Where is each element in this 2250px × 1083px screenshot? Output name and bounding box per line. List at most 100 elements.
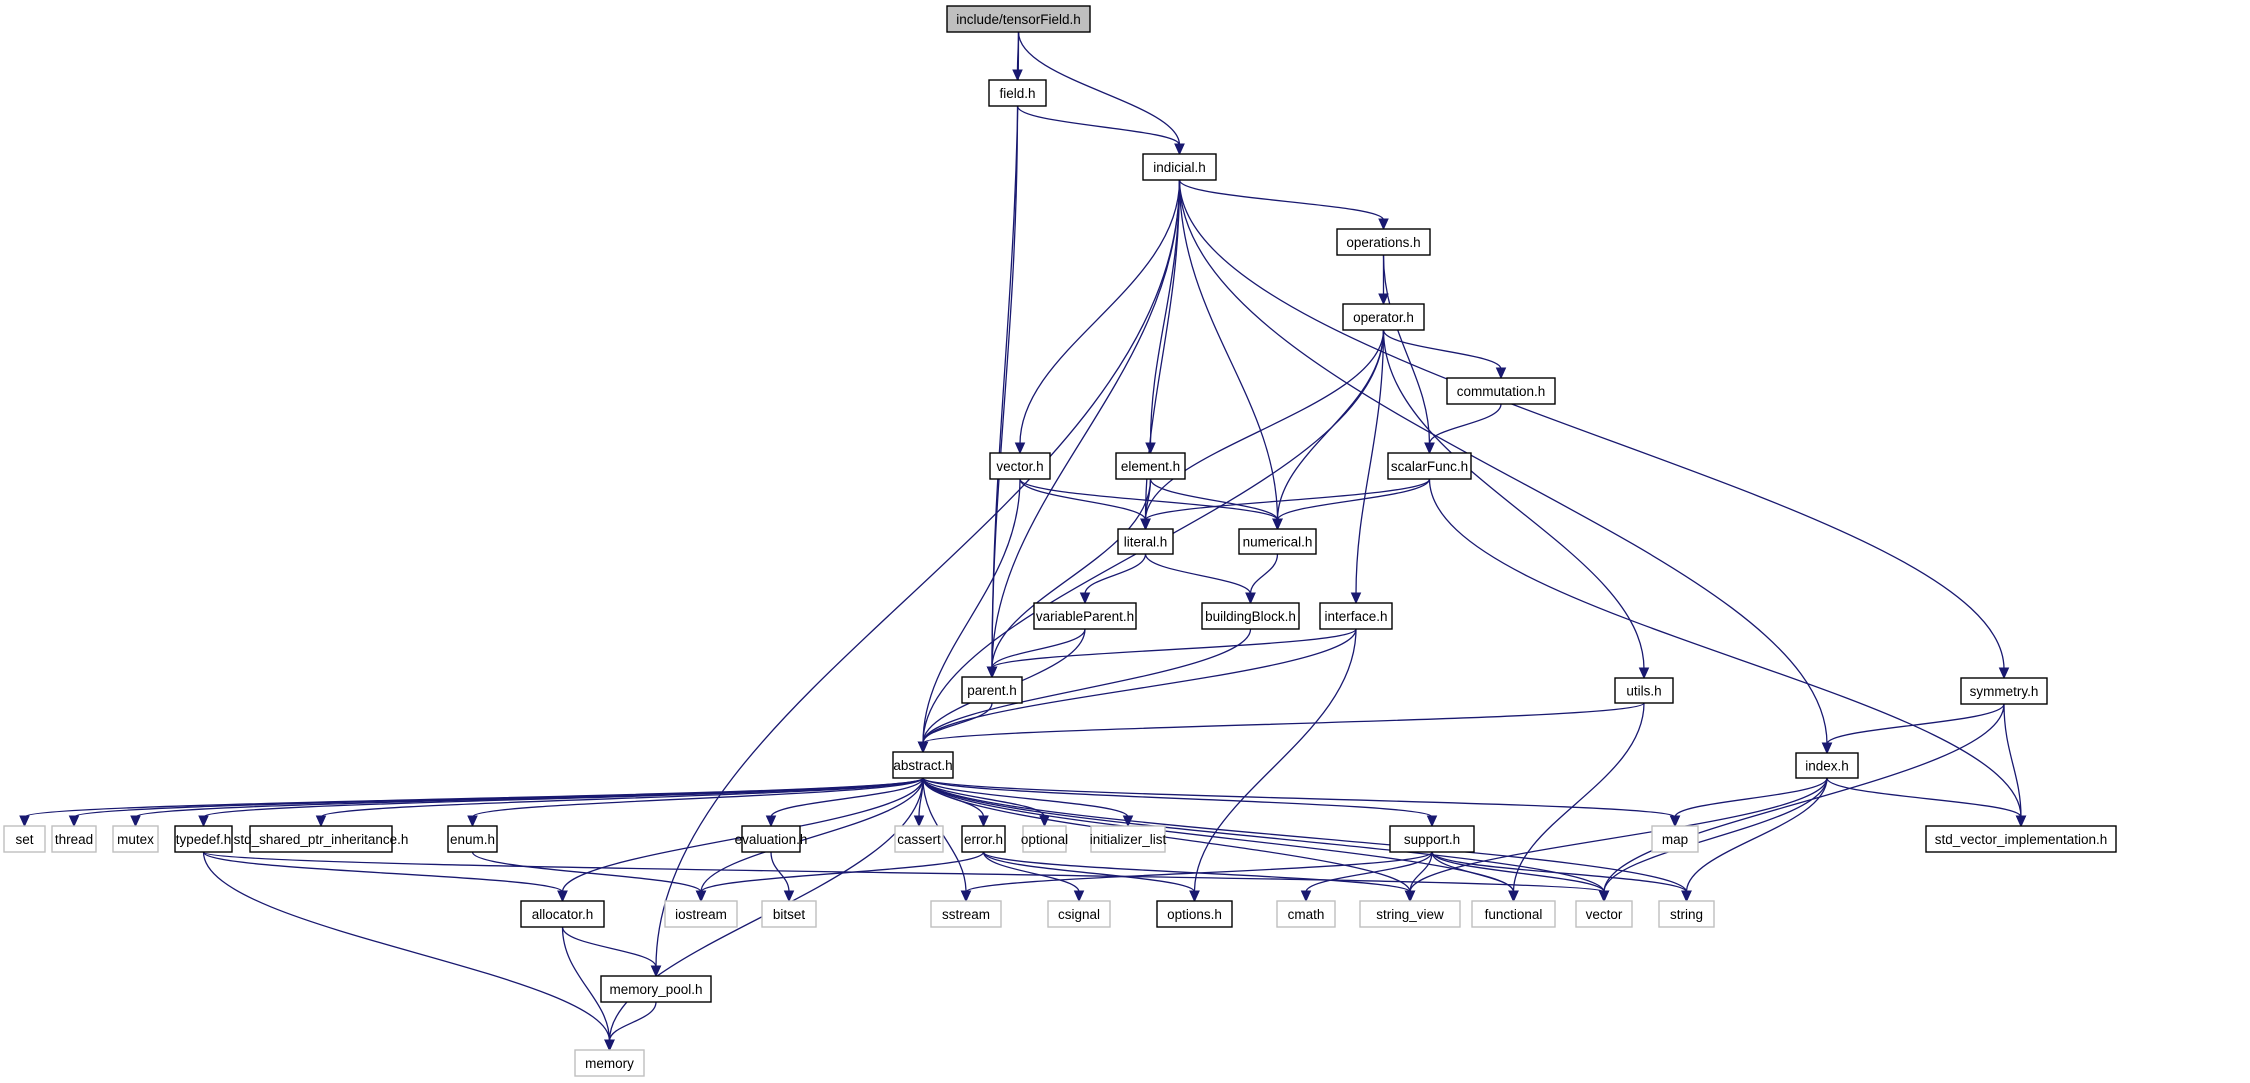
node-symmetry[interactable]: symmetry.h (1960, 677, 2048, 705)
node-mutex[interactable]: mutex (112, 825, 159, 853)
node-utils[interactable]: utils.h (1614, 677, 1674, 704)
edge-line (2003, 703, 2022, 818)
node-abstract[interactable]: abstract.h (892, 751, 954, 779)
node-string-view[interactable]: string_view (1359, 900, 1461, 928)
node-box[interactable] (51, 825, 97, 853)
node-initializer-list[interactable]: initializer_list (1090, 825, 1167, 853)
node-parent[interactable]: parent.h (961, 676, 1023, 704)
node-sstream[interactable]: sstream (930, 900, 1002, 928)
node-box[interactable] (1446, 377, 1556, 405)
node-box[interactable] (112, 825, 159, 853)
node-literal[interactable]: literal.h (1117, 528, 1174, 555)
node-box[interactable] (664, 900, 738, 928)
edge-index-to-vector (1598, 777, 1828, 903)
arrowhead-icon (604, 1039, 615, 1052)
edge-error-to-iostream (695, 851, 985, 903)
node-field[interactable]: field.h (988, 79, 1047, 107)
node-memory[interactable]: memory (574, 1049, 645, 1077)
node-box[interactable] (894, 825, 944, 853)
node-box[interactable] (946, 5, 1091, 33)
node-box[interactable] (574, 1049, 645, 1077)
node-box[interactable] (1658, 900, 1715, 928)
node-csignal[interactable]: csignal (1047, 900, 1111, 928)
node-box[interactable] (174, 825, 233, 853)
node-map[interactable]: map (1651, 825, 1699, 853)
node-iostream[interactable]: iostream (664, 900, 738, 928)
node-box[interactable] (988, 79, 1047, 107)
node-support[interactable]: support.h (1389, 825, 1475, 853)
node-box[interactable] (930, 900, 1002, 928)
node-evaluation[interactable]: evaluation.h (735, 825, 808, 853)
node-operator[interactable]: operator.h (1342, 303, 1425, 331)
node-box[interactable] (1156, 900, 1233, 928)
node-string[interactable]: string (1658, 900, 1715, 928)
node-interface[interactable]: interface.h (1319, 602, 1393, 630)
node-box[interactable] (1614, 677, 1674, 704)
node-sspi[interactable]: std_shared_ptr_inheritance.h (234, 825, 409, 853)
node-functional[interactable]: functional (1471, 900, 1556, 928)
node-thread[interactable]: thread (51, 825, 97, 853)
node-box[interactable] (520, 900, 605, 928)
node-box[interactable] (1342, 303, 1425, 331)
node-box[interactable] (1022, 825, 1067, 853)
node-box[interactable] (600, 975, 712, 1003)
node-box[interactable] (3, 825, 46, 853)
arrowhead-icon (1174, 143, 1185, 156)
node-memory-pool[interactable]: memory_pool.h (600, 975, 712, 1003)
node-numerical[interactable]: numerical.h (1238, 528, 1317, 555)
arrowhead-icon (1669, 815, 1681, 828)
node-optional[interactable]: optional (1021, 825, 1068, 853)
node-box[interactable] (1651, 825, 1699, 853)
node-box[interactable] (892, 751, 954, 779)
node-box[interactable] (961, 825, 1006, 853)
node-vector-h[interactable]: vector.h (989, 452, 1051, 480)
node-indicial[interactable]: indicial.h (1142, 153, 1217, 181)
node-box[interactable] (741, 825, 801, 853)
node-box[interactable] (1117, 528, 1174, 555)
node-vector[interactable]: vector (1575, 900, 1633, 928)
node-box[interactable] (961, 676, 1023, 704)
node-bitset[interactable]: bitset (761, 900, 817, 928)
node-box[interactable] (1276, 900, 1336, 928)
node-box[interactable] (989, 452, 1051, 480)
node-box[interactable] (761, 900, 817, 928)
node-options[interactable]: options.h (1156, 900, 1233, 928)
node-box[interactable] (1336, 228, 1431, 256)
node-error[interactable]: error.h (961, 825, 1006, 853)
node-index[interactable]: index.h (1795, 752, 1859, 779)
node-box[interactable] (1201, 602, 1300, 630)
node-box[interactable] (1115, 452, 1186, 480)
node-cassert[interactable]: cassert (894, 825, 944, 853)
node-commutation[interactable]: commutation.h (1446, 377, 1556, 405)
node-box[interactable] (1387, 452, 1472, 480)
node-box[interactable] (1925, 825, 2117, 853)
node-box[interactable] (1090, 825, 1166, 853)
node-operations[interactable]: operations.h (1336, 228, 1431, 256)
edge-operator-to-commutation (1382, 329, 1507, 380)
node-box[interactable] (1471, 900, 1556, 928)
node-box[interactable] (1033, 602, 1137, 630)
node-box[interactable] (1795, 752, 1859, 779)
node-box[interactable] (1142, 153, 1217, 181)
node-set[interactable]: set (3, 825, 46, 853)
node-box[interactable] (1238, 528, 1317, 555)
node-cmath[interactable]: cmath (1276, 900, 1336, 928)
node-box[interactable] (447, 825, 498, 853)
node-scalarFunc[interactable]: scalarFunc.h (1387, 452, 1472, 480)
node-typedef[interactable]: typedef.h (174, 825, 233, 853)
node-buildingBlock[interactable]: buildingBlock.h (1201, 602, 1300, 630)
node-box[interactable] (249, 825, 393, 853)
node-box[interactable] (1319, 602, 1393, 630)
node-box[interactable] (1047, 900, 1111, 928)
node-box[interactable] (1960, 677, 2048, 705)
node-svi[interactable]: std_vector_implementation.h (1925, 825, 2117, 853)
node-element[interactable]: element.h (1115, 452, 1186, 480)
edge-line (1144, 478, 1431, 521)
node-box[interactable] (1359, 900, 1461, 928)
node-box[interactable] (1575, 900, 1633, 928)
node-variableParent[interactable]: variableParent.h (1033, 602, 1137, 630)
node-enum[interactable]: enum.h (447, 825, 498, 853)
node-tensorField[interactable]: include/tensorField.h (946, 5, 1091, 33)
node-allocator[interactable]: allocator.h (520, 900, 605, 928)
node-box[interactable] (1389, 825, 1475, 853)
